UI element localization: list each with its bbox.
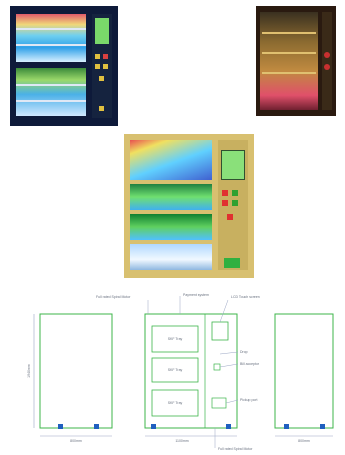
side-panel	[322, 12, 332, 110]
foot-icon	[284, 424, 289, 429]
side-view-right-outline	[274, 313, 334, 429]
touch-screen	[95, 18, 109, 44]
callout-bill-acceptor: Bill acceptor	[240, 362, 260, 366]
callout-leader	[225, 399, 239, 404]
keypad-key	[103, 54, 108, 59]
callout-payment-system: Payment system	[183, 293, 209, 297]
control-panel	[218, 140, 248, 270]
display-window-row	[130, 184, 212, 210]
shelf	[16, 28, 86, 30]
control-panel	[92, 14, 112, 118]
button	[232, 200, 238, 206]
touch-screen	[221, 150, 245, 180]
front-view-outline	[144, 313, 238, 429]
indicator-dot	[324, 64, 330, 70]
shelf	[16, 84, 86, 86]
pickup-slot	[99, 106, 104, 111]
touch-screen-outline	[211, 321, 229, 341]
shelf	[16, 100, 86, 102]
shelf	[16, 44, 86, 46]
callout-leader	[219, 351, 239, 355]
height-label: 1940mm	[27, 364, 31, 378]
rack	[262, 32, 316, 34]
foot-icon	[151, 424, 156, 429]
coin-slot	[224, 258, 240, 268]
display-window-top	[130, 140, 212, 180]
keypad-key	[95, 64, 100, 69]
button	[227, 214, 233, 220]
vending-machine-photo-dark	[10, 6, 118, 126]
bill-acceptor-outline	[213, 363, 221, 371]
callout-drop: Drop	[240, 350, 248, 354]
keypad-key	[95, 54, 100, 59]
foot-icon	[58, 424, 63, 429]
left-width-label: 800mm	[70, 439, 82, 443]
button	[222, 190, 228, 196]
button	[232, 190, 238, 196]
right-width-label: 800mm	[298, 439, 310, 443]
upper-display-window	[16, 14, 86, 62]
callout-lcd-touch-screen: LCD Touch screen	[231, 295, 260, 299]
front-width-label: 1100mm	[175, 439, 188, 443]
tray-bottom	[151, 389, 199, 417]
display-glass	[260, 12, 318, 110]
foot-icon	[320, 424, 325, 429]
callout-leader	[219, 299, 229, 323]
vending-machine-photo-center	[124, 134, 254, 278]
keypad-key	[103, 64, 108, 69]
tray-top-label: SKF Tray	[168, 337, 183, 341]
tray-mid-label: SKF Tray	[168, 368, 183, 372]
foot-icon	[226, 424, 231, 429]
pickup-port-outline	[211, 397, 227, 409]
callout-pickup-port: Pickup port	[240, 398, 258, 402]
display-window-row	[130, 214, 212, 240]
keypad-key	[99, 76, 104, 81]
display-window-bottom	[130, 244, 212, 270]
foot-icon	[94, 424, 99, 429]
rack	[262, 52, 316, 54]
button	[222, 200, 228, 206]
indicator-dot	[324, 52, 330, 58]
tray-mid	[151, 357, 199, 383]
callout-spiral-motor-top: Full rated Spiral Motor	[96, 295, 131, 299]
technical-drawing: 1940mm 800mm SKF Tray SKF Tray SKF Tray …	[27, 293, 334, 451]
side-view-left-outline	[39, 313, 113, 429]
tray-bottom-label: SKF Tray	[168, 401, 183, 405]
lower-display-window	[16, 68, 86, 116]
callout-leader	[219, 363, 239, 368]
vending-machine-photo-gold	[256, 6, 336, 116]
rack	[262, 72, 316, 74]
callout-spiral-motor-bottom: Full rated Spiral Motor	[218, 447, 253, 451]
tray-top	[151, 325, 199, 353]
